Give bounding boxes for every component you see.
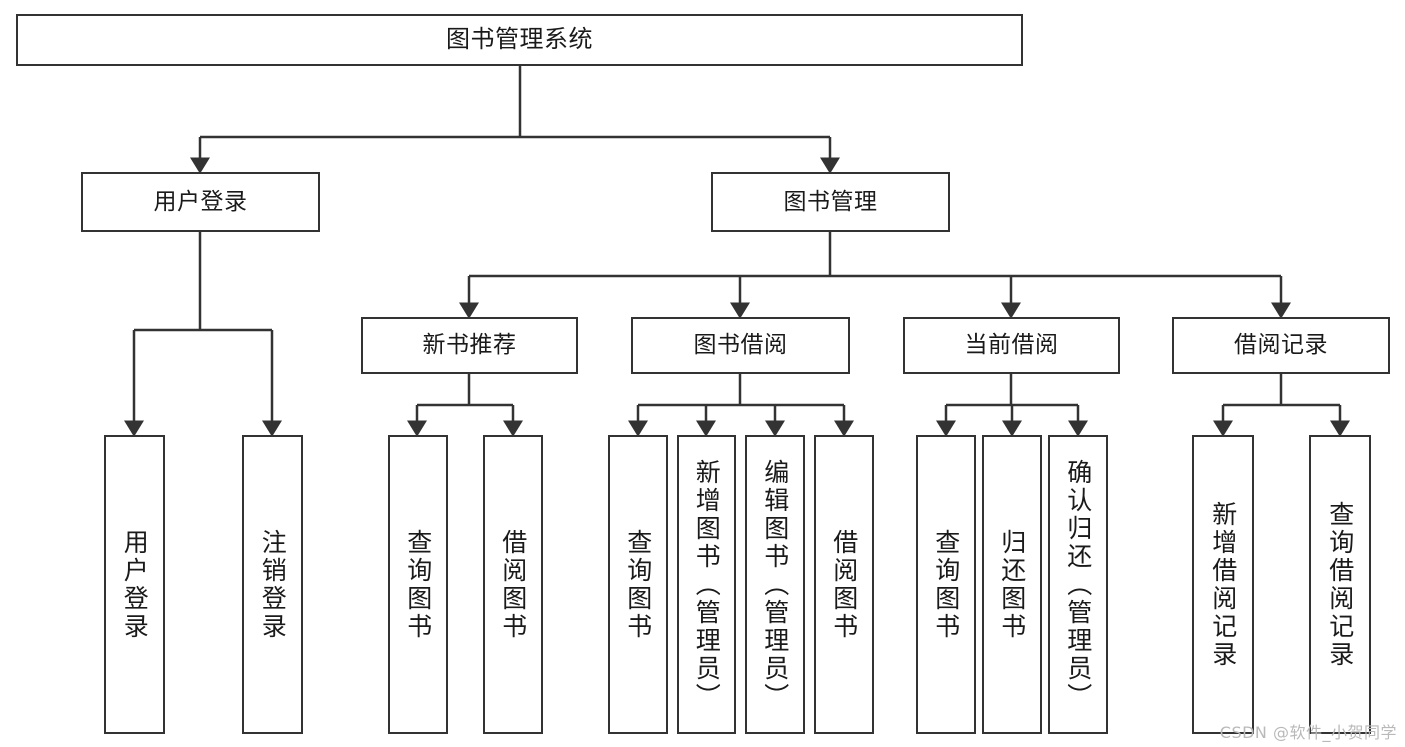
node-new-book-recommend[interactable]: 新书推荐 (361, 317, 578, 374)
node-borrow-records[interactable]: 借阅记录 (1172, 317, 1390, 374)
node-label: 图书管理 (783, 188, 878, 215)
leaf-new-book-query[interactable]: 查询图书 (388, 435, 448, 734)
node-label: 查询借阅记录 (1325, 500, 1355, 669)
node-label: 当前借阅 (964, 332, 1059, 359)
node-root-book-management-system[interactable]: 图书管理系统 (16, 14, 1023, 66)
node-label: 借阅图书 (498, 528, 528, 641)
leaf-current-borrow-confirm-return[interactable]: 确认归还（管理员） (1048, 435, 1108, 734)
node-label: 借阅图书 (829, 528, 859, 641)
leaf-new-book-borrow[interactable]: 借阅图书 (483, 435, 543, 734)
leaf-book-borrow-edit[interactable]: 编辑图书（管理员） (745, 435, 805, 734)
node-label: 图书管理系统 (446, 25, 593, 54)
node-label: 编辑图书（管理员） (760, 458, 790, 711)
node-label: 新书推荐 (422, 332, 517, 359)
node-label: 图书借阅 (693, 332, 788, 359)
node-label: 用户登录 (120, 528, 150, 641)
leaf-book-borrow-add[interactable]: 新增图书（管理员） (677, 435, 736, 734)
node-book-management[interactable]: 图书管理 (711, 172, 950, 232)
leaf-borrow-records-query[interactable]: 查询借阅记录 (1309, 435, 1371, 734)
leaf-user-login-login[interactable]: 用户登录 (104, 435, 165, 734)
node-label: 新增图书（管理员） (692, 458, 722, 711)
leaf-borrow-records-add[interactable]: 新增借阅记录 (1192, 435, 1254, 734)
node-label: 确认归还（管理员） (1063, 458, 1093, 711)
node-label: 新增借阅记录 (1208, 500, 1238, 669)
node-current-borrow[interactable]: 当前借阅 (903, 317, 1120, 374)
node-label: 归还图书 (997, 528, 1027, 641)
csdn-watermark: CSDN @软件_小贺同学 (1219, 723, 1397, 742)
leaf-book-borrow-query[interactable]: 查询图书 (608, 435, 668, 734)
node-label: 查询图书 (623, 528, 653, 641)
leaf-book-borrow-borrow[interactable]: 借阅图书 (814, 435, 874, 734)
node-label: 借阅记录 (1234, 332, 1328, 359)
node-label: 用户登录 (153, 188, 248, 215)
node-user-login[interactable]: 用户登录 (81, 172, 320, 232)
leaf-user-login-logout[interactable]: 注销登录 (242, 435, 303, 734)
leaf-current-borrow-query[interactable]: 查询图书 (916, 435, 976, 734)
leaf-current-borrow-return[interactable]: 归还图书 (982, 435, 1042, 734)
node-label: 注销登录 (258, 528, 288, 641)
node-label: 查询图书 (403, 528, 433, 641)
node-label: 查询图书 (931, 528, 961, 641)
node-book-borrow[interactable]: 图书借阅 (631, 317, 850, 374)
